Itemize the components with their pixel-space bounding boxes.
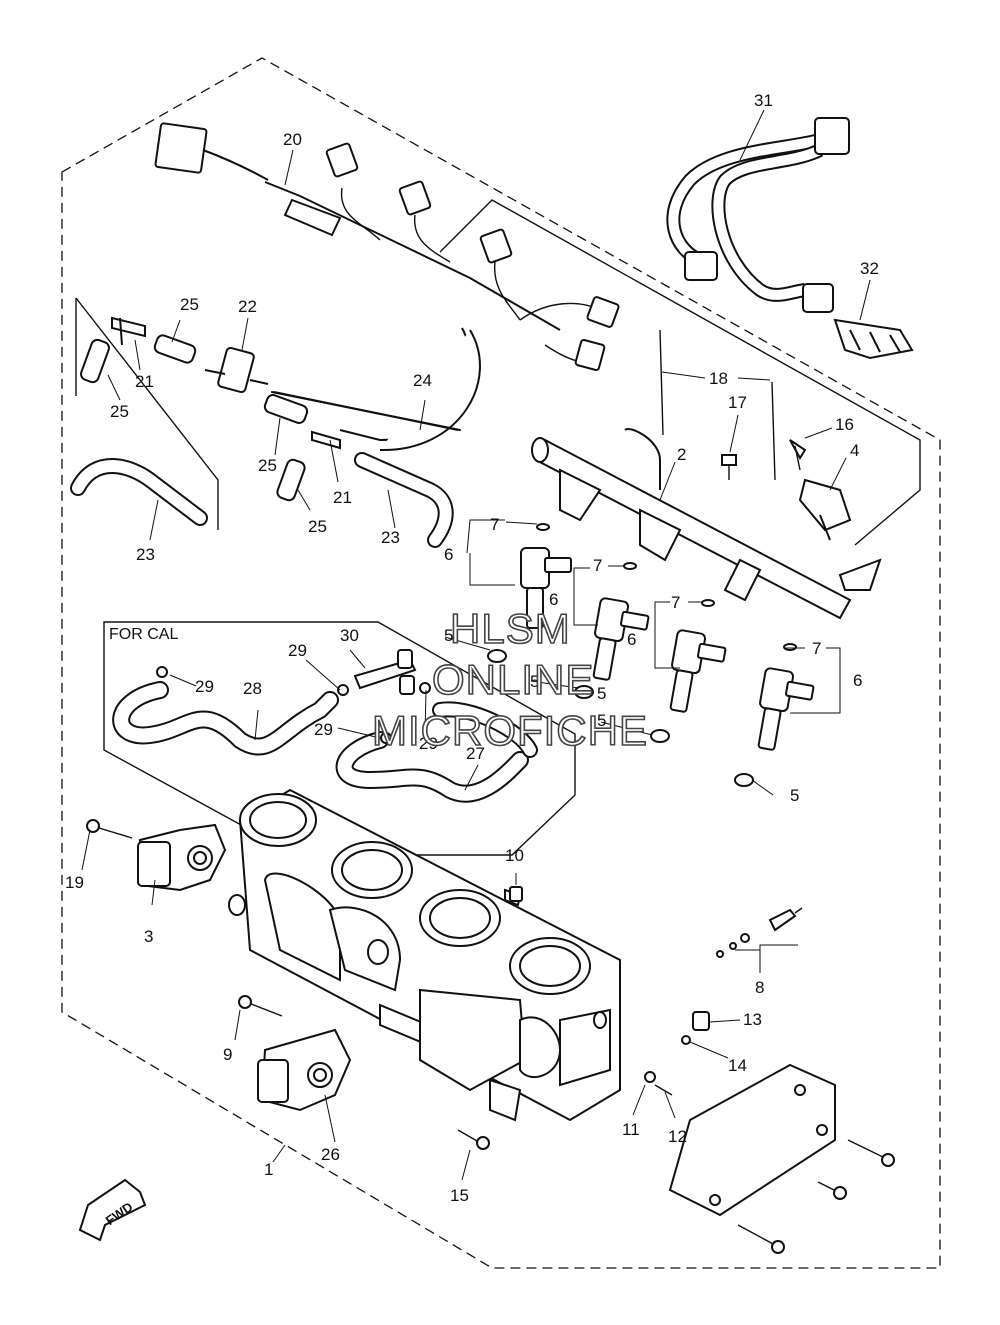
callout-14: 14 [728, 1056, 747, 1075]
callout-2: 2 [677, 445, 686, 464]
watermark-line-1: HLSM [450, 605, 571, 652]
callout-32: 32 [860, 259, 879, 278]
callout-7b: 7 [593, 556, 602, 575]
callout-5e: 5 [790, 786, 799, 805]
hose-subassembly-outline [75, 297, 219, 530]
callout-6d: 6 [853, 671, 862, 690]
watermark-line-3: MICROFICHE [372, 707, 648, 754]
cal-hoses [112, 649, 538, 803]
callout-28: 28 [243, 679, 262, 698]
callout-25b: 25 [110, 402, 129, 421]
callout-25a: 25 [180, 295, 199, 314]
callout-29a: 29 [195, 677, 214, 696]
callout-6a: 6 [444, 545, 453, 564]
injector-subassembly-outline [439, 199, 921, 546]
for-cal-label: FOR CAL [109, 626, 178, 643]
callout-23b: 23 [381, 528, 400, 547]
callout-13: 13 [743, 1010, 762, 1029]
callout-26: 26 [321, 1145, 340, 1164]
callout-18: 18 [709, 369, 728, 388]
fuel-injectors [487, 523, 815, 787]
callout-25d: 25 [308, 517, 327, 536]
fasteners [86, 819, 803, 1150]
callout-16: 16 [835, 415, 854, 434]
callout-9: 9 [223, 1045, 232, 1064]
callout-labels: 1 2 3 4 5 5 5 5 5 6 6 6 6 7 7 7 7 8 9 10… [65, 91, 879, 1205]
callout-4: 4 [850, 441, 859, 460]
for-cal-box [103, 621, 576, 856]
callout-12: 12 [668, 1127, 687, 1146]
leader-lines [81, 109, 871, 1181]
callout-25c: 25 [258, 456, 277, 475]
callout-23a: 23 [136, 545, 155, 564]
callout-27: 27 [466, 744, 485, 763]
callout-6b: 6 [549, 590, 558, 609]
callout-17: 17 [728, 393, 747, 412]
callout-21a: 21 [135, 372, 154, 391]
callout-6c: 6 [627, 630, 636, 649]
callout-29d: 29 [419, 734, 438, 753]
callout-5d: 5 [597, 684, 606, 703]
vacuum-hoses [70, 316, 461, 548]
callout-31: 31 [754, 91, 773, 110]
throttle-body-assembly [228, 788, 621, 1122]
callout-21b: 21 [333, 488, 352, 507]
intake-sensor [659, 329, 852, 541]
callout-8: 8 [755, 978, 764, 997]
callout-29c: 29 [314, 720, 333, 739]
callout-15: 15 [450, 1186, 469, 1205]
callout-22: 22 [238, 297, 257, 316]
assembly-boundary-dashed [61, 57, 941, 1269]
forward-arrow: FWD [78, 1178, 147, 1242]
callout-30: 30 [340, 626, 359, 645]
callout-11: 11 [622, 1120, 640, 1139]
callout-29b: 29 [288, 641, 307, 660]
fuel-rail [531, 428, 882, 620]
fuel-hose-assembly [666, 117, 914, 360]
throttle-cover [668, 1063, 895, 1254]
wire-harness [154, 122, 620, 452]
callout-5c: 5 [597, 711, 606, 730]
watermark: HLSM ONLINE MICROFICHE [371, 604, 648, 755]
callout-24: 24 [413, 371, 432, 390]
callout-5b: 5 [530, 672, 539, 691]
callout-19: 19 [65, 873, 84, 892]
watermark-line-2: ONLINE [432, 656, 594, 703]
throttle-position-sensors [137, 823, 352, 1112]
callout-10: 10 [505, 846, 524, 865]
callout-7c: 7 [671, 593, 680, 612]
callout-3: 3 [144, 927, 153, 946]
callout-20: 20 [283, 130, 302, 149]
callout-7d: 7 [812, 639, 821, 658]
callout-5a: 5 [444, 626, 453, 645]
callout-7a: 7 [490, 515, 499, 534]
callout-1: 1 [264, 1160, 273, 1179]
